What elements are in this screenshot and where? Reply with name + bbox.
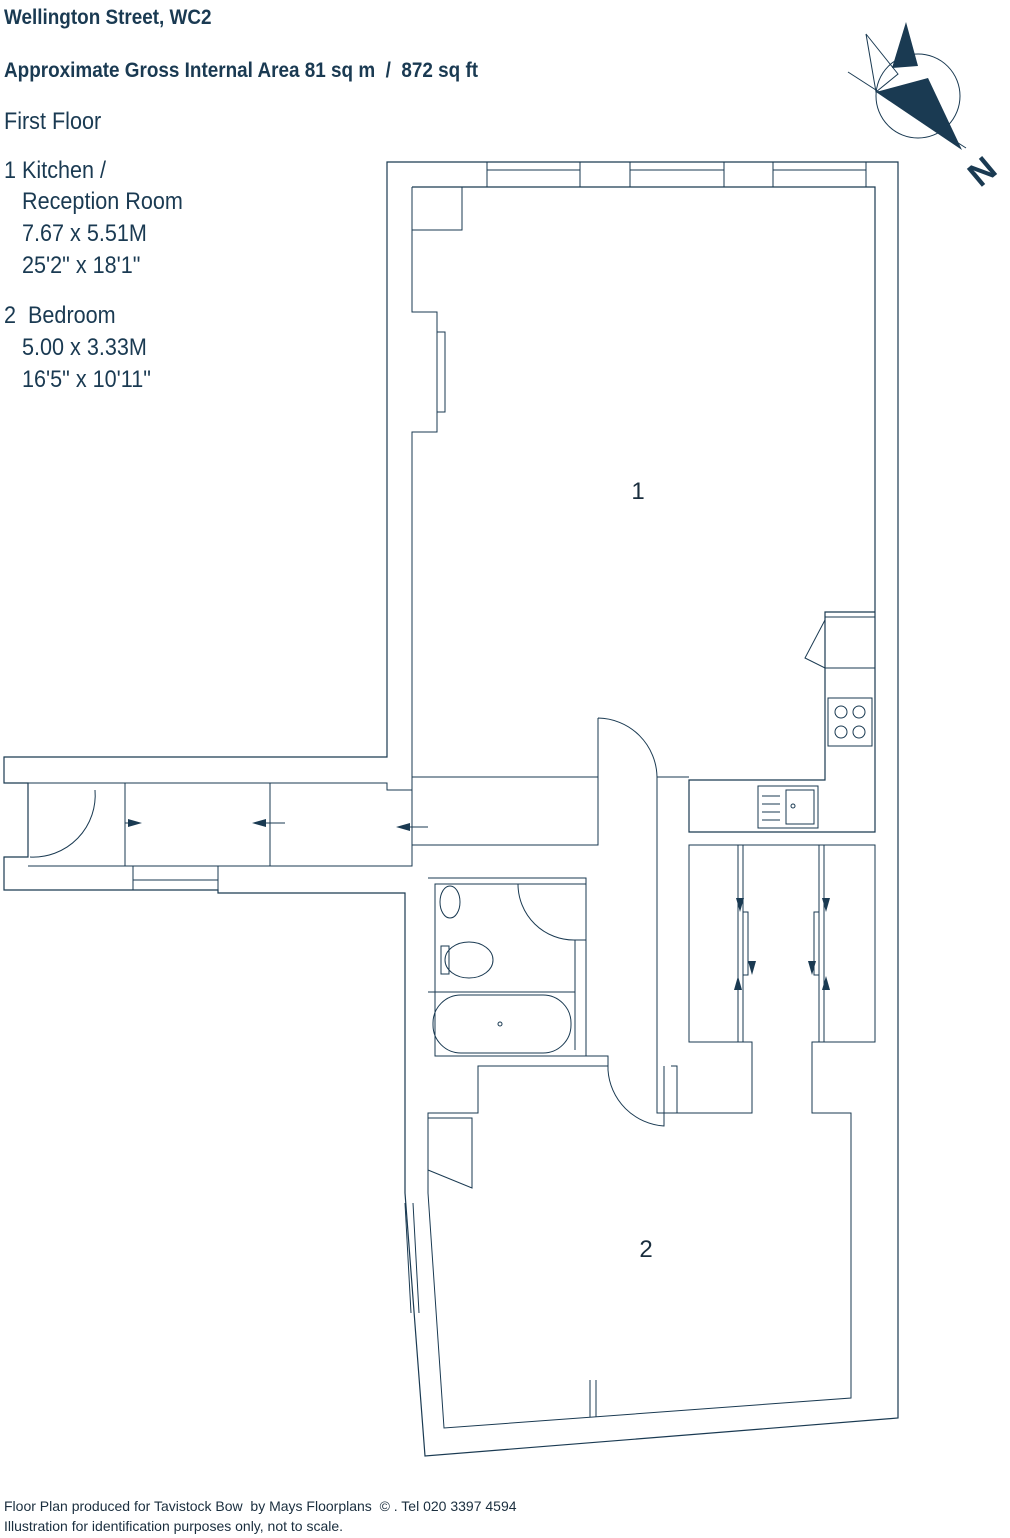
windows-top [486,162,867,187]
wardrobes [734,845,830,1042]
room-1-title-cont: Reception Room [22,188,183,215]
hallway [28,777,599,890]
footer-credit: Floor Plan produced for Tavistock Bow by… [4,1498,517,1514]
room-2-metric: 5.00 x 3.33M [22,334,147,361]
room-1-plan-label: 1 [631,478,644,505]
kitchen-units [757,616,876,829]
room-1-imperial: 25'2" x 18'1" [22,252,141,279]
room-2-title: 2 Bedroom [4,302,116,329]
outer-wall [3,161,899,1457]
inner-wall-room-1 [412,186,876,833]
floor-label: First Floor [4,108,102,135]
bedroom-cupboard [427,1117,473,1189]
room-1-metric: 7.67 x 5.51M [22,220,147,247]
north-arrow-icon: N [847,22,1004,194]
gross-internal-area: Approximate Gross Internal Area 81 sq m … [4,59,479,82]
room-2-imperial: 16'5" x 10'11" [22,366,151,393]
footer-disclaimer: Illustration for identification purposes… [4,1518,344,1534]
door-room-1 [597,717,658,778]
room-2-plan-label: 2 [639,1236,652,1263]
property-address: Wellington Street, WC2 [4,6,212,29]
bathroom [428,877,609,1066]
north-label: N [961,149,1004,194]
door-bedroom [607,1066,665,1127]
room-1-title: 1 Kitchen / [4,157,107,184]
